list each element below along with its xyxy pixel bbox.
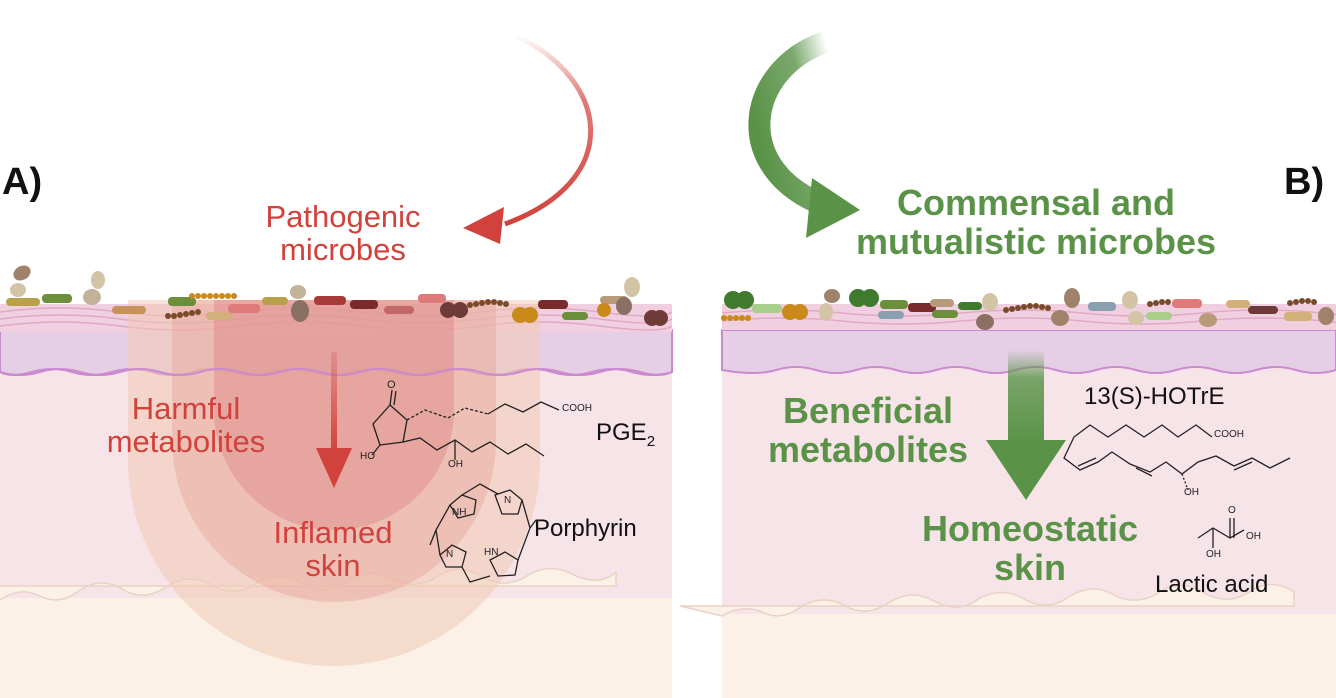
lactic-acid-structure: [1197, 518, 1245, 548]
pathogenic-entry-arrow: [463, 32, 593, 244]
inflamed-skin-line2: skin: [305, 548, 361, 584]
pathogenic-microbes-label: Pathogenic microbes: [248, 200, 438, 267]
pge2-name: PGE: [596, 419, 647, 446]
panel-b-letter: B): [1284, 161, 1325, 203]
commensal-entry-arrow: [748, 31, 860, 238]
hotre-label: 13(S)-HOTrE: [1084, 383, 1225, 410]
beneficial-metabolites-arrow: [986, 350, 1066, 500]
porphyrin-nh-top: NH: [452, 507, 467, 518]
commensal-microbes-line2: mutualistic microbes: [855, 220, 1217, 262]
pge2-cooh: COOH: [562, 403, 592, 414]
pge2-ho: HO: [360, 451, 375, 462]
commensal-microbes: [721, 288, 1334, 330]
porphyrin-nh-bottom: HN: [484, 547, 499, 558]
beneficial-metabolites-line2: metabolites: [767, 428, 969, 470]
lactic-acid-label: Lactic acid: [1155, 571, 1269, 598]
commensal-microbes-line1: Commensal and: [896, 182, 1176, 223]
porphyrin-n-left: N: [446, 549, 454, 560]
beneficial-metabolites-line1: Beneficial: [782, 390, 954, 431]
harmful-metabolites-arrow: [316, 352, 352, 488]
harmful-metabolites-line1: Harmful: [131, 391, 241, 426]
hotre-oh: OH: [1184, 487, 1199, 498]
porphyrin-n-right: N: [504, 495, 512, 506]
panel-a-letter: A): [2, 161, 43, 203]
pathogenic-microbes-line2: microbes: [280, 232, 406, 268]
homeostatic-skin-line2: skin: [993, 546, 1067, 588]
porphyrin-label: Porphyrin: [534, 515, 637, 542]
homeostatic-skin-line1: Homeostatic: [921, 508, 1139, 549]
pge2-oxo: O: [387, 379, 396, 391]
pathogenic-microbes-line1: Pathogenic: [265, 199, 421, 234]
inflamed-skin-line1: Inflamed: [273, 515, 393, 550]
hypodermis-layer-b: [722, 614, 1336, 698]
beneficial-metabolites-label: Beneficial metabolites: [748, 390, 988, 470]
porphyrin-structure: [429, 483, 537, 583]
hotre-cooh: COOH: [1214, 429, 1244, 440]
pge2-structure: [371, 389, 560, 460]
fat-cells-outline-b: [679, 583, 1295, 617]
lactic-acid-oh-acid: OH: [1246, 531, 1261, 542]
inflamed-skin-label: Inflamed skin: [258, 516, 408, 583]
lactic-acid-oxo: O: [1228, 505, 1236, 516]
pge2-label: PGE2: [596, 420, 655, 450]
harmful-metabolites-line2: metabolites: [106, 424, 266, 460]
homeostatic-skin-label: Homeostatic skin: [900, 508, 1160, 588]
pge2-subscript: 2: [646, 432, 656, 450]
harmful-metabolites-label: Harmful metabolites: [88, 392, 284, 459]
lactic-acid-oh: OH: [1206, 549, 1221, 560]
pathogenic-microbes: [6, 265, 668, 326]
commensal-microbes-label: Commensal and mutualistic microbes: [826, 182, 1246, 262]
pge2-oh: OH: [448, 459, 463, 470]
hotre-structure: [1063, 424, 1291, 491]
